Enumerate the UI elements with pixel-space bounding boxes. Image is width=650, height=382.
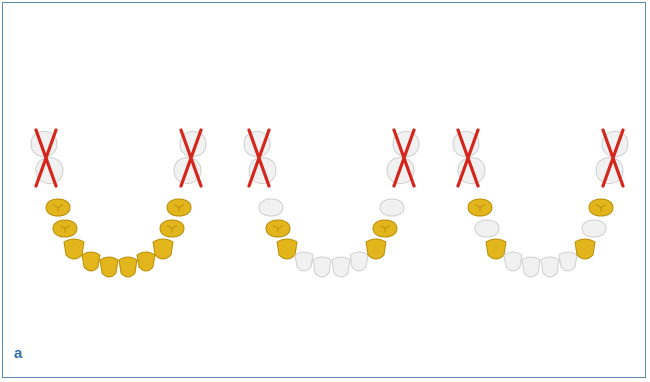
tooth-left-first-premolar (475, 220, 499, 237)
tooth-right-canine (575, 239, 595, 259)
tooth-right-lateral-incisor (137, 252, 155, 271)
tooth-left-central-incisor (522, 257, 540, 277)
arch-3 (453, 130, 628, 277)
tooth-right-central-incisor (541, 257, 559, 277)
tooth-right-central-incisor (119, 257, 137, 277)
tooth-left-lateral-incisor (295, 252, 313, 271)
tooth-right-canine (153, 239, 173, 259)
arch-1 (31, 130, 206, 277)
tooth-left-central-incisor (100, 257, 118, 277)
tooth-left-canine (277, 239, 297, 259)
tooth-right-lateral-incisor (559, 252, 577, 271)
tooth-left-lateral-incisor (82, 252, 100, 271)
tooth-right-second-premolar (380, 199, 404, 216)
tooth-left-canine (486, 239, 506, 259)
tooth-left-central-incisor (313, 257, 331, 277)
tooth-right-central-incisor (332, 257, 350, 277)
tooth-left-second-premolar (259, 199, 283, 216)
panel-label: a (14, 346, 22, 361)
arch-2 (244, 130, 419, 277)
tooth-left-lateral-incisor (504, 252, 522, 271)
tooth-right-canine (366, 239, 386, 259)
tooth-right-first-premolar (582, 220, 606, 237)
tooth-left-canine (64, 239, 84, 259)
tooth-right-lateral-incisor (350, 252, 368, 271)
